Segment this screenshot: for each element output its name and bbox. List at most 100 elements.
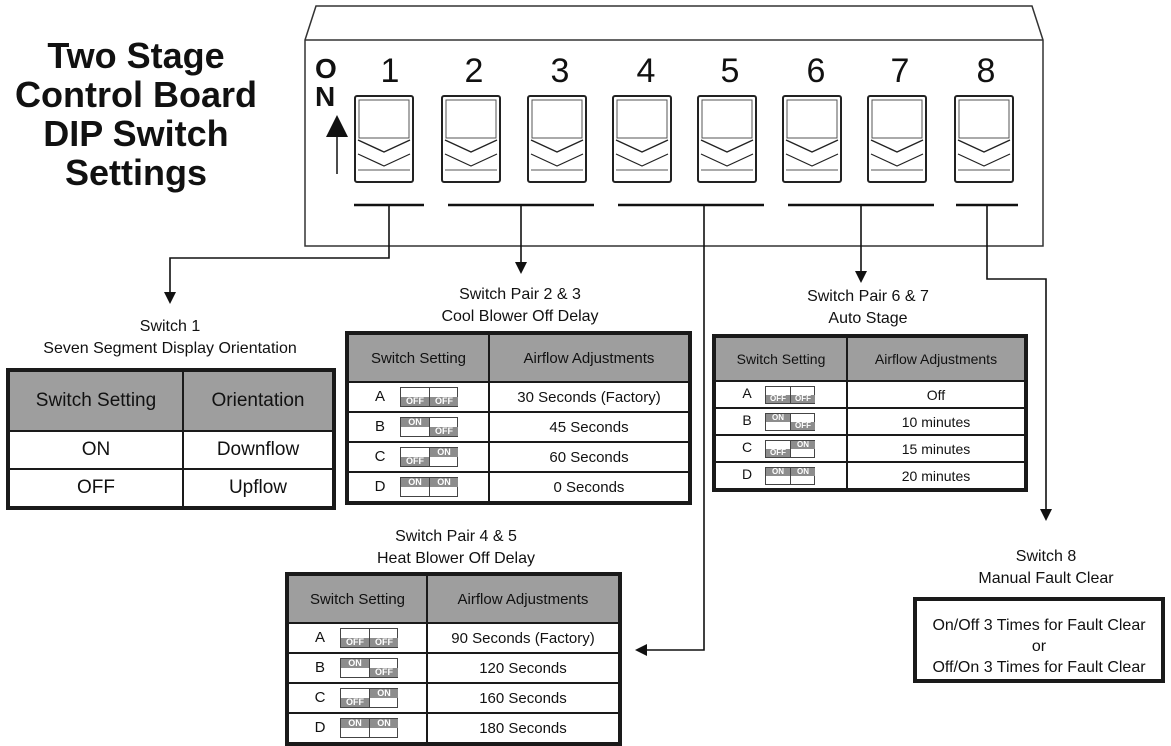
dip-switch-3 [527, 95, 587, 183]
left-switch-state: ON [766, 413, 790, 422]
dip-switch-5 [697, 95, 757, 183]
right-switch-state: OFF [370, 668, 398, 677]
right-switch-state: OFF [791, 421, 815, 430]
switch23-caption: Switch Pair 2 & 3 Cool Blower Off Delay [370, 284, 670, 328]
title-line: Two Stage [47, 35, 225, 76]
caption-line: Switch Pair 2 & 3 [459, 286, 581, 303]
table-header: Orientation [182, 369, 335, 432]
table-header: Switch Setting [286, 573, 428, 624]
dip-switch-8 [954, 95, 1014, 183]
right-switch-state: OFF [370, 638, 398, 647]
arrow-to-switch8-box [986, 205, 1052, 521]
setting-letter: B [374, 417, 385, 435]
left-switch-state: ON [401, 418, 429, 427]
switch8-fault-clear-box: On/Off 3 Times for Fault Clear or Off/On… [913, 597, 1165, 683]
table-cell: Downflow [182, 430, 335, 470]
caption-line: Switch 8 [1015, 548, 1077, 565]
right-switch-state: ON [370, 719, 398, 728]
switch-number-4: 4 [636, 52, 656, 90]
on-arrow-icon [326, 115, 348, 137]
setting-letter: D [374, 477, 386, 495]
switch-number-7: 7 [890, 52, 910, 90]
caption-line: Heat Blower Off Delay [377, 550, 535, 567]
switch1-caption: Switch 1 Seven Segment Display Orientati… [20, 316, 320, 360]
setting-letter: A [374, 387, 385, 405]
airflow-adjustment-cell: 120 Seconds [426, 652, 621, 684]
airflow-adjustment-cell: 180 Seconds [426, 712, 621, 745]
right-switch-state: OFF [430, 397, 458, 406]
dip-switch-6 [782, 95, 842, 183]
switch8-caption: Switch 8 Manual Fault Clear [896, 546, 1171, 590]
left-switch-state: OFF [766, 448, 790, 457]
airflow-adjustment-cell: Off [846, 380, 1027, 409]
switch-number-8: 8 [976, 52, 996, 90]
switch-number-2: 2 [464, 52, 484, 90]
table-header: Airflow Adjustments [846, 335, 1027, 382]
table-header: Switch Setting [7, 369, 184, 432]
fault-clear-line: or [1031, 638, 1047, 655]
airflow-adjustment-cell: 160 Seconds [426, 682, 621, 714]
right-switch-state: ON [430, 448, 458, 457]
right-switch-state: OFF [791, 394, 815, 403]
airflow-adjustment-cell: 60 Seconds [488, 441, 691, 473]
caption-line: Auto Stage [828, 310, 908, 327]
table-row: OFF Upflow [7, 468, 335, 509]
table-header: Switch Setting [346, 332, 490, 383]
setting-letter: A [314, 628, 325, 646]
dip-switch-4 [612, 95, 672, 183]
setting-letter: C [741, 439, 753, 456]
table-cell: ON [7, 430, 184, 470]
left-switch-state: OFF [766, 394, 790, 403]
table-row: ON Downflow [7, 430, 335, 470]
table-header: Airflow Adjustments [426, 573, 621, 624]
airflow-adjustment-cell: 45 Seconds [488, 411, 691, 443]
airflow-adjustment-cell: 20 minutes [846, 461, 1027, 491]
switch-number-5: 5 [720, 52, 740, 90]
switch45-caption: Switch Pair 4 & 5 Heat Blower Off Delay [306, 526, 606, 570]
setting-letter: B [314, 658, 325, 676]
right-switch-state: ON [430, 478, 458, 487]
left-switch-state: ON [401, 478, 429, 487]
airflow-adjustment-cell: 0 Seconds [488, 471, 691, 504]
airflow-adjustment-cell: 10 minutes [846, 407, 1027, 436]
right-switch-state: OFF [430, 427, 458, 436]
left-switch-state: OFF [401, 397, 429, 406]
switch-number-6: 6 [806, 52, 826, 90]
caption-line: Manual Fault Clear [978, 570, 1114, 587]
arrow-to-switch45-table [635, 205, 705, 656]
arrow-to-switch1-table [164, 205, 390, 304]
setting-letter: C [314, 688, 326, 706]
dip-switch-2 [441, 95, 501, 183]
diagram-title: Two Stage Control Board DIP Switch Setti… [6, 36, 266, 192]
setting-letter: B [742, 412, 752, 429]
left-switch-state: ON [341, 719, 369, 728]
